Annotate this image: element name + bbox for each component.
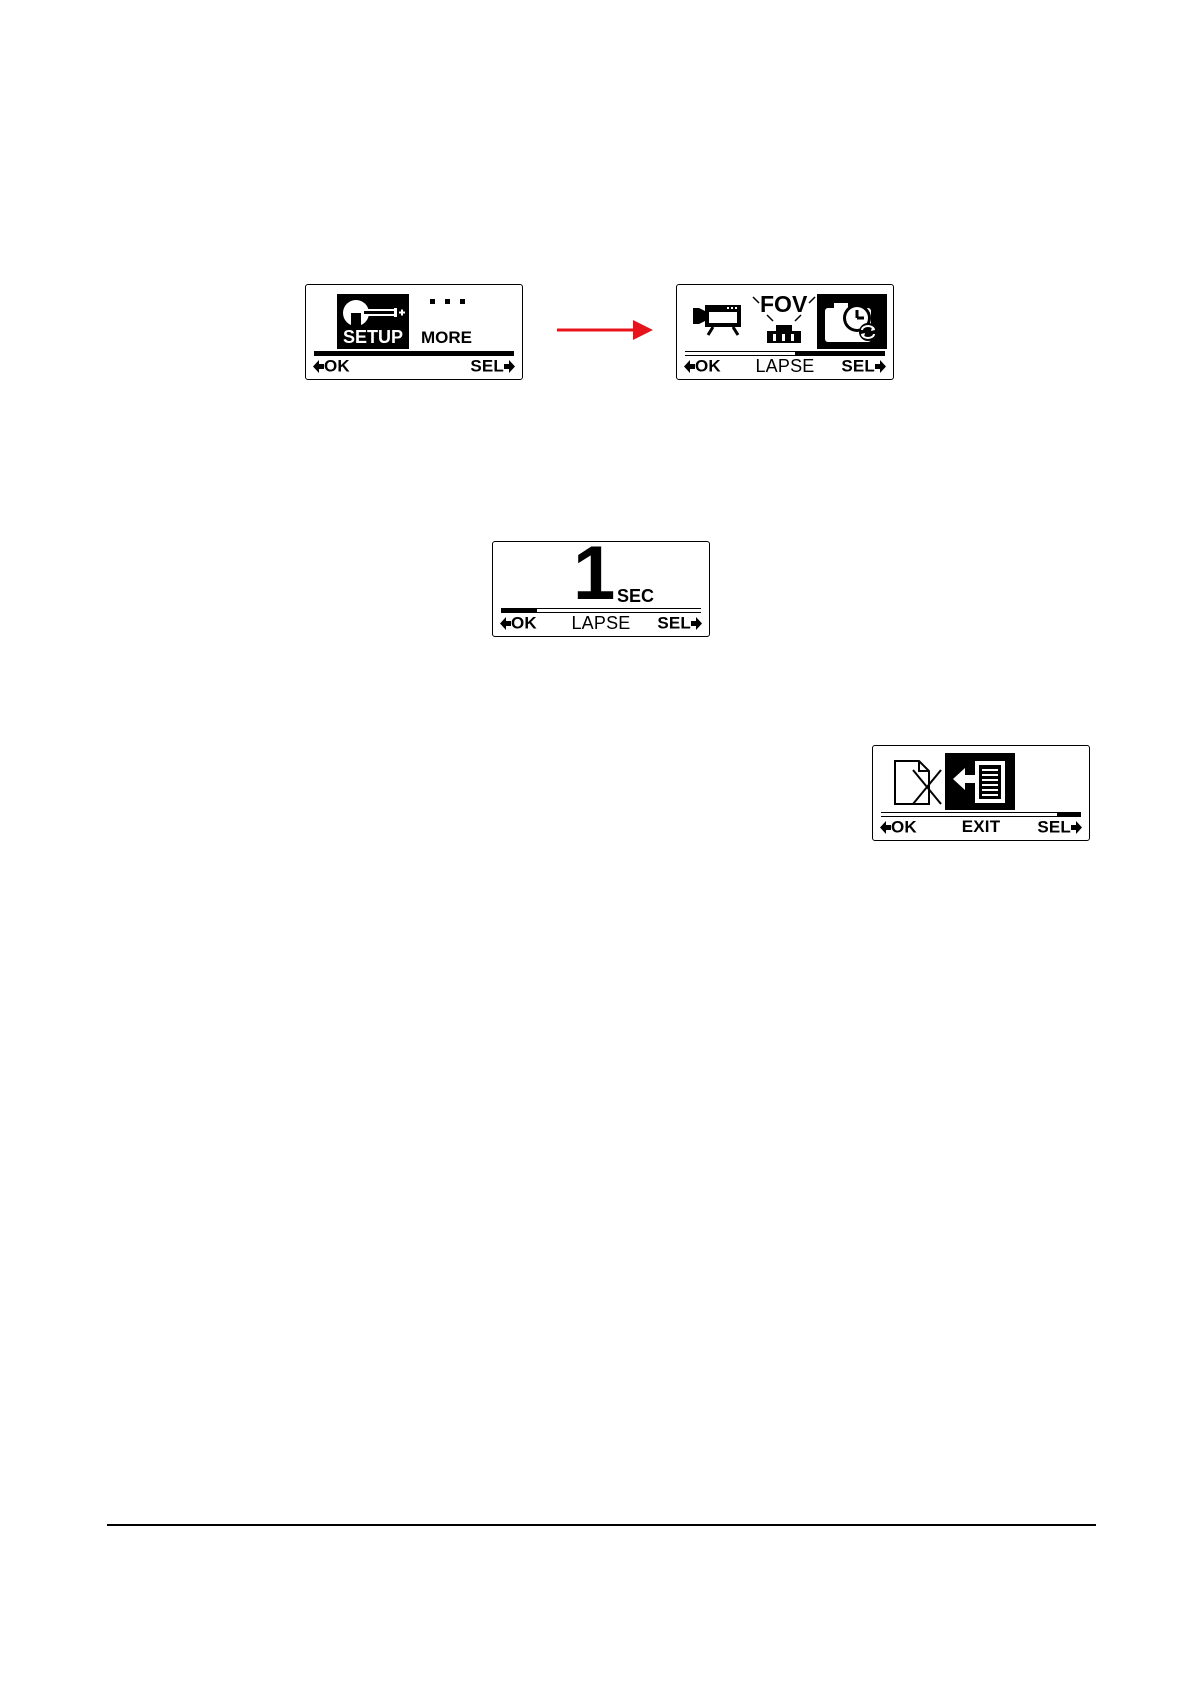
arrow-right-icon bbox=[504, 360, 515, 373]
time-lapse-icon bbox=[817, 294, 887, 349]
fov-camera-icon bbox=[751, 293, 817, 351]
lapse-tile-selected bbox=[817, 294, 887, 349]
ok-softkey[interactable]: OK bbox=[313, 356, 350, 377]
arrow-right-icon bbox=[691, 617, 702, 630]
sel-softkey[interactable]: SEL bbox=[657, 613, 702, 634]
lcd-lapse-menu-screen: FOV OK LAPSE bbox=[676, 284, 894, 380]
red-arrow-icon bbox=[555, 318, 655, 342]
setup-tile-selected: SETUP bbox=[337, 294, 409, 349]
lcd-footer: OK LAPSE SEL bbox=[684, 356, 886, 378]
sel-label: SEL bbox=[1037, 818, 1071, 837]
video-camera-icon bbox=[691, 305, 747, 345]
wrench-icon bbox=[337, 294, 409, 330]
more-label: MORE bbox=[421, 328, 472, 348]
more-dots-icon bbox=[428, 297, 468, 305]
lcd-footer: OK SEL bbox=[313, 356, 515, 378]
sel-label: SEL bbox=[841, 357, 875, 376]
lcd-lapse-value-screen: 1 SEC OK LAPSE SEL bbox=[492, 541, 710, 637]
sel-softkey[interactable]: SEL bbox=[1037, 817, 1082, 838]
lcd-footer: OK EXIT SEL bbox=[880, 817, 1082, 839]
sel-softkey[interactable]: SEL bbox=[470, 356, 515, 377]
sel-label: SEL bbox=[470, 357, 504, 376]
lcd-exit-screen: OK EXIT SEL bbox=[872, 745, 1090, 841]
lcd-setup-menu-screen: SETUP MORE OK SEL bbox=[305, 284, 523, 380]
arrow-left-icon bbox=[313, 360, 324, 373]
exit-icon bbox=[945, 753, 1015, 810]
sel-softkey[interactable]: SEL bbox=[841, 356, 886, 377]
arrow-right-icon bbox=[875, 360, 886, 373]
setup-label: SETUP bbox=[337, 327, 409, 348]
lapse-interval-unit: SEC bbox=[617, 586, 654, 607]
exit-tile-selected bbox=[945, 753, 1015, 810]
lcd-footer: OK LAPSE SEL bbox=[500, 613, 702, 635]
delete-file-icon bbox=[891, 758, 943, 808]
arrow-right-icon bbox=[1071, 821, 1082, 834]
sel-label: SEL bbox=[657, 614, 691, 633]
ok-label: OK bbox=[324, 357, 350, 376]
lapse-interval-value: 1 bbox=[573, 536, 615, 612]
page-footer-rule bbox=[107, 1524, 1096, 1526]
